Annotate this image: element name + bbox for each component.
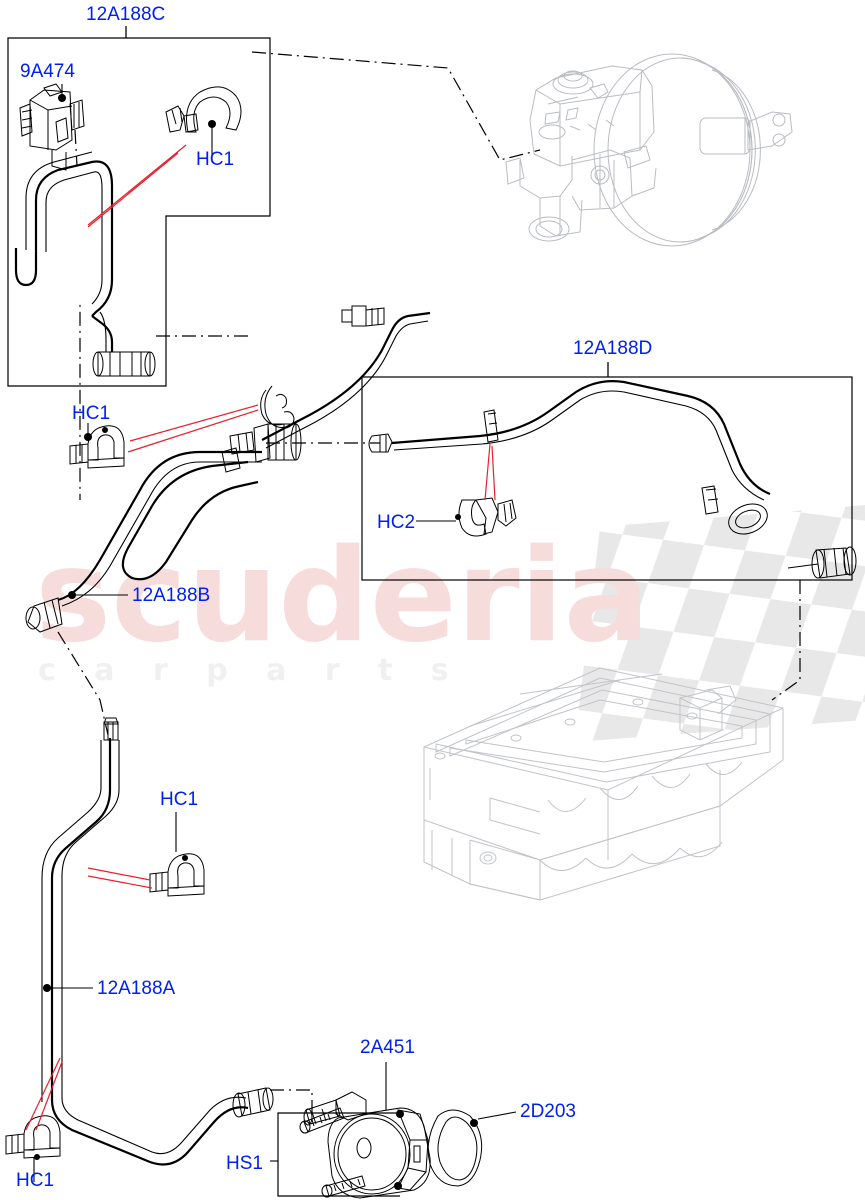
lead-hc1-lower-a <box>87 867 151 881</box>
part-label-12a188c: 12A188C <box>86 4 165 25</box>
group-box-hs1 <box>277 1112 400 1197</box>
lead-hc1-mid-b <box>127 409 259 453</box>
hose-b-nozzle <box>25 597 63 633</box>
watermark-secondary: c a r p a r t s <box>38 653 463 688</box>
hose-d-clip-2 <box>701 485 719 515</box>
vacuum-pump-bolts <box>299 1107 366 1198</box>
part-label-hc2: HC2 <box>377 512 415 533</box>
lead-dot-hc1-top <box>208 120 216 128</box>
part-label-hc1-mid: HC1 <box>72 403 110 424</box>
hose-a-top-fitting <box>103 717 119 741</box>
part-label-12a188b: 12A188B <box>132 585 210 606</box>
check-valve <box>19 83 85 171</box>
hose-clip-hc2 <box>455 497 517 537</box>
hose-clip-hc1-mid <box>69 425 125 469</box>
hose-a-end-connector <box>232 1087 274 1118</box>
lead-hc1-lower-b <box>87 875 153 889</box>
group-box-12a188c <box>7 37 271 387</box>
part-label-hc1-bottom: HC1 <box>16 1170 54 1191</box>
checkered-flag-icon <box>575 505 865 742</box>
hose-clip-hc1-top <box>165 86 242 133</box>
lead-dot-12a188b <box>68 591 76 599</box>
lead-hc2-a <box>484 443 491 501</box>
hose-c-clip-decor <box>260 385 295 429</box>
vacuum-pump-gasket <box>427 1109 483 1187</box>
lead-hc1-mid-a <box>129 404 259 442</box>
hose-d-left-tip <box>368 433 393 453</box>
lead-hc1-top-b <box>87 152 179 228</box>
lead-hc1-bottom-b <box>35 1061 63 1131</box>
lead-2d203-stem <box>477 1111 517 1120</box>
part-label-hc1-top: HC1 <box>196 149 234 170</box>
part-labels: 12A188C 9A474 HC1 12A188D HC1 HC2 12A188… <box>16 4 652 1191</box>
vacuum-hose-c <box>14 151 156 377</box>
vacuum-pump <box>303 1091 431 1199</box>
projection-booster <box>251 51 541 161</box>
hose-junction-block <box>221 423 302 473</box>
projection-hose-d-pan <box>771 580 801 701</box>
part-label-12a188a: 12A188A <box>97 978 176 999</box>
hose-c-connector <box>92 351 156 377</box>
part-label-hc1-lower: HC1 <box>160 789 198 810</box>
part-label-2d203: 2D203 <box>520 1101 576 1122</box>
lead-hc1-top-a <box>87 144 187 226</box>
lead-hc2-b <box>491 445 496 501</box>
hose-clip-hc1-bottom <box>5 1115 61 1160</box>
hose-d-right-connector <box>787 546 857 579</box>
hose-d-grommet <box>728 503 768 535</box>
lead-dot-hc1-mid <box>84 433 92 441</box>
lead-dot-9a474 <box>58 94 66 102</box>
part-label-hs1: HS1 <box>226 1153 263 1174</box>
hose-clip-hc1-lower <box>149 853 205 897</box>
hose-b-bolt-end <box>341 305 385 327</box>
engine-oil-pan <box>423 667 784 901</box>
lead-lines-red <box>25 144 496 1131</box>
lead-hc1-bottom-a <box>25 1057 61 1131</box>
part-label-2a451: 2A451 <box>360 1037 415 1058</box>
group-box-12a188d <box>361 376 853 581</box>
lead-lines-black <box>33 26 609 1182</box>
lead-dot-12a188a <box>43 984 51 992</box>
vacuum-hose-b <box>25 305 431 633</box>
hose-d-clip <box>483 409 499 443</box>
part-label-9a474: 9A474 <box>20 61 75 82</box>
projection-hose-a <box>57 631 109 736</box>
part-label-12a188d: 12A188D <box>573 338 652 359</box>
vacuum-hose-a <box>41 717 274 1166</box>
brake-booster-master-cylinder <box>505 53 793 247</box>
vacuum-hose-d <box>368 380 857 579</box>
